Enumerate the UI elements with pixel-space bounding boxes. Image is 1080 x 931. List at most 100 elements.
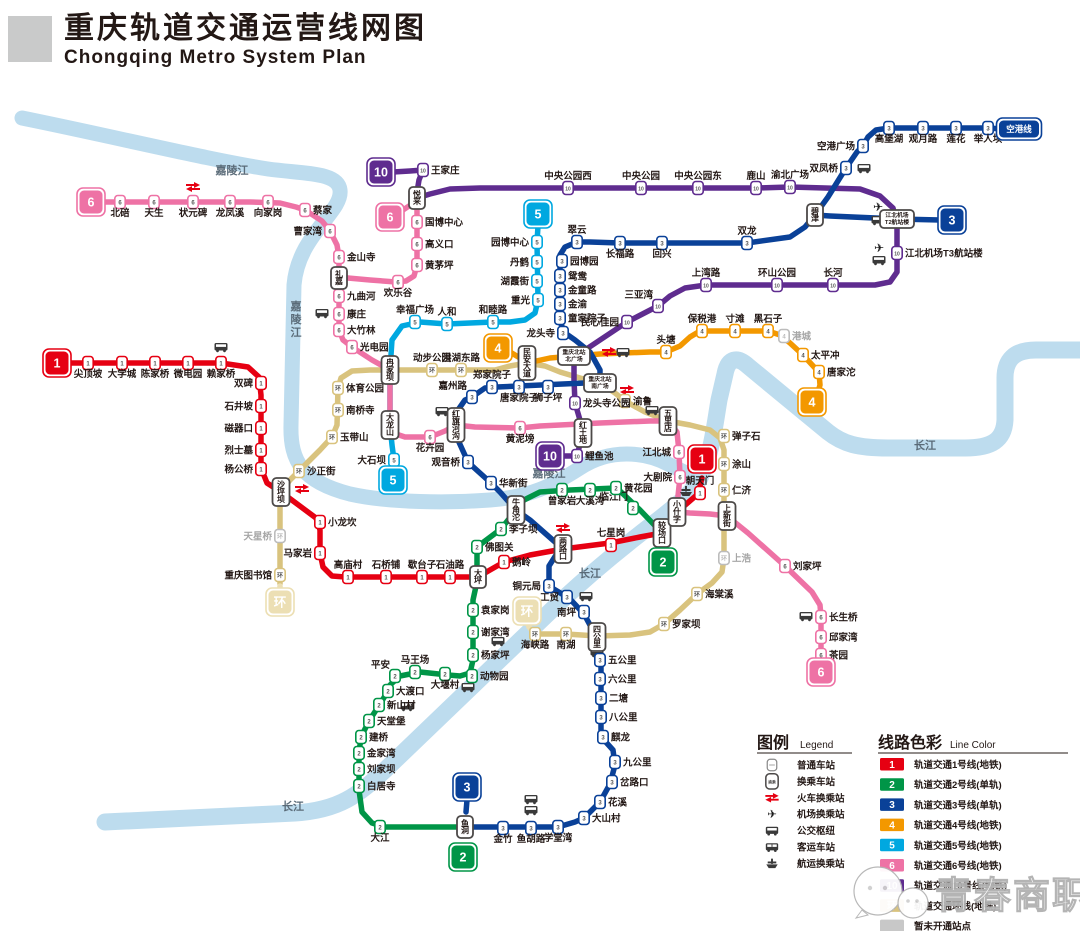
station-label: 刘家坝 [367, 764, 396, 776]
station-marker: 1 [116, 355, 129, 371]
svg-text:南广场: 南广场 [591, 382, 609, 390]
svg-text:3: 3 [949, 214, 956, 228]
svg-text:上: 上 [723, 503, 731, 513]
svg-text:线路色彩: 线路色彩 [878, 733, 942, 752]
station-label: 天堂堡 [377, 716, 406, 728]
svg-text:3: 3 [558, 274, 562, 280]
svg-text:1: 1 [346, 575, 350, 581]
line-badge: 6 [76, 187, 106, 217]
svg-text:家: 家 [386, 365, 395, 375]
svg-text:2: 2 [889, 780, 895, 791]
transfer-box: 四公里 [587, 622, 607, 652]
station-marker: 3 [542, 578, 555, 594]
station-label: 花溪 [608, 797, 628, 809]
svg-text:3: 3 [558, 302, 562, 308]
station-label: 中央公园东 [674, 170, 722, 182]
svg-text:3: 3 [745, 241, 749, 247]
station-label: 嘉州路 [437, 380, 467, 392]
station-marker: 3 [605, 774, 618, 790]
svg-text:3: 3 [565, 595, 569, 601]
svg-text:1: 1 [54, 357, 61, 371]
svg-text:重庆北站: 重庆北站 [562, 348, 585, 356]
station-marker: 3 [512, 379, 525, 395]
svg-text:2: 2 [660, 556, 667, 570]
bus-icon [524, 795, 538, 805]
svg-text:江: 江 [291, 325, 302, 339]
svg-text:3: 3 [954, 126, 958, 132]
svg-text:2: 2 [470, 674, 474, 680]
page-subtitle: Chongqing Metro System Plan [64, 47, 367, 68]
station-label: 鱼胡路 [517, 833, 546, 845]
station-label: 康庄 [346, 309, 367, 321]
svg-text:6: 6 [228, 200, 232, 206]
station-label: 小龙坎 [327, 517, 357, 529]
station-label: 金山寺 [346, 252, 376, 264]
station-label: 罗家坝 [672, 619, 701, 631]
svg-text:10: 10 [774, 283, 780, 289]
line-path [54, 360, 705, 580]
bus-icon [645, 406, 659, 416]
station-label: 石井坡 [223, 401, 253, 413]
station-label: 湖霞街 [500, 276, 529, 288]
station-label: 平安 [371, 659, 391, 671]
station-marker: 3 [570, 234, 583, 250]
station-marker: 4 [728, 323, 741, 339]
station-marker: 3 [593, 671, 606, 687]
station-marker: 1 [182, 355, 195, 371]
station-marker: 环 [717, 482, 730, 498]
station-label: 金家湾 [366, 748, 396, 760]
station-marker: 6 [187, 194, 200, 210]
svg-text:津: 津 [811, 213, 819, 223]
svg-text:5: 5 [535, 260, 539, 266]
station-marker: 1 [149, 355, 162, 371]
svg-text:10: 10 [695, 186, 701, 192]
svg-text:2: 2 [471, 653, 475, 659]
svg-text:6: 6 [337, 328, 341, 334]
svg-text:1: 1 [698, 491, 702, 497]
svg-text:环: 环 [721, 486, 727, 494]
legend-item-label: 航运换乘站 [797, 858, 845, 870]
station-label: 洪湖东路 [442, 352, 481, 364]
svg-text:4: 4 [817, 370, 821, 376]
station-label: 杨公桥 [224, 464, 253, 476]
station-label: 渝北广场 [771, 169, 810, 181]
svg-text:2: 2 [367, 719, 371, 725]
svg-text:两: 两 [559, 537, 567, 546]
line-color-label: 轨道交通3号线(单轨) [914, 799, 1002, 811]
station-marker: 6 [423, 429, 436, 445]
svg-text:1: 1 [420, 575, 424, 581]
svg-text:6: 6 [118, 200, 122, 206]
station-label: 大渡口 [396, 686, 425, 698]
transfer-box: 五里店 [658, 406, 678, 436]
station-marker: 10 [416, 162, 429, 178]
svg-text:6: 6 [415, 263, 419, 269]
station-marker: 10 [699, 277, 712, 293]
svg-text:6: 6 [819, 635, 823, 641]
svg-text:4: 4 [889, 820, 895, 831]
svg-text:4: 4 [733, 329, 737, 335]
svg-text:1: 1 [502, 560, 506, 566]
station-marker: 4 [659, 344, 672, 360]
svg-text:10: 10 [572, 401, 578, 407]
station-marker: 2 [352, 761, 365, 777]
svg-text:五: 五 [664, 409, 672, 418]
svg-text:2: 2 [471, 608, 475, 614]
stations: 环重庆图书馆环天星桥环沙正街环玉带山环南桥寺环体育公园环动步公园环洪湖东路环渝鲁… [74, 120, 1003, 845]
svg-text:字: 字 [673, 514, 681, 524]
station-marker: 环 [454, 362, 467, 378]
svg-text:嘉陵江: 嘉陵江 [215, 163, 249, 177]
station-marker: 3 [613, 235, 626, 251]
svg-text:重庆北站: 重庆北站 [588, 375, 611, 383]
station-label: 陈家桥 [141, 368, 170, 380]
svg-text:坝: 坝 [277, 494, 285, 504]
legend-item-label: 公交枢纽 [797, 825, 836, 837]
svg-text:3: 3 [558, 316, 562, 322]
svg-text:10: 10 [624, 320, 630, 326]
svg-text:2: 2 [560, 488, 564, 494]
line-badge: 环 [265, 587, 295, 617]
station-marker: 6 [814, 629, 827, 645]
svg-text:2: 2 [460, 851, 467, 865]
